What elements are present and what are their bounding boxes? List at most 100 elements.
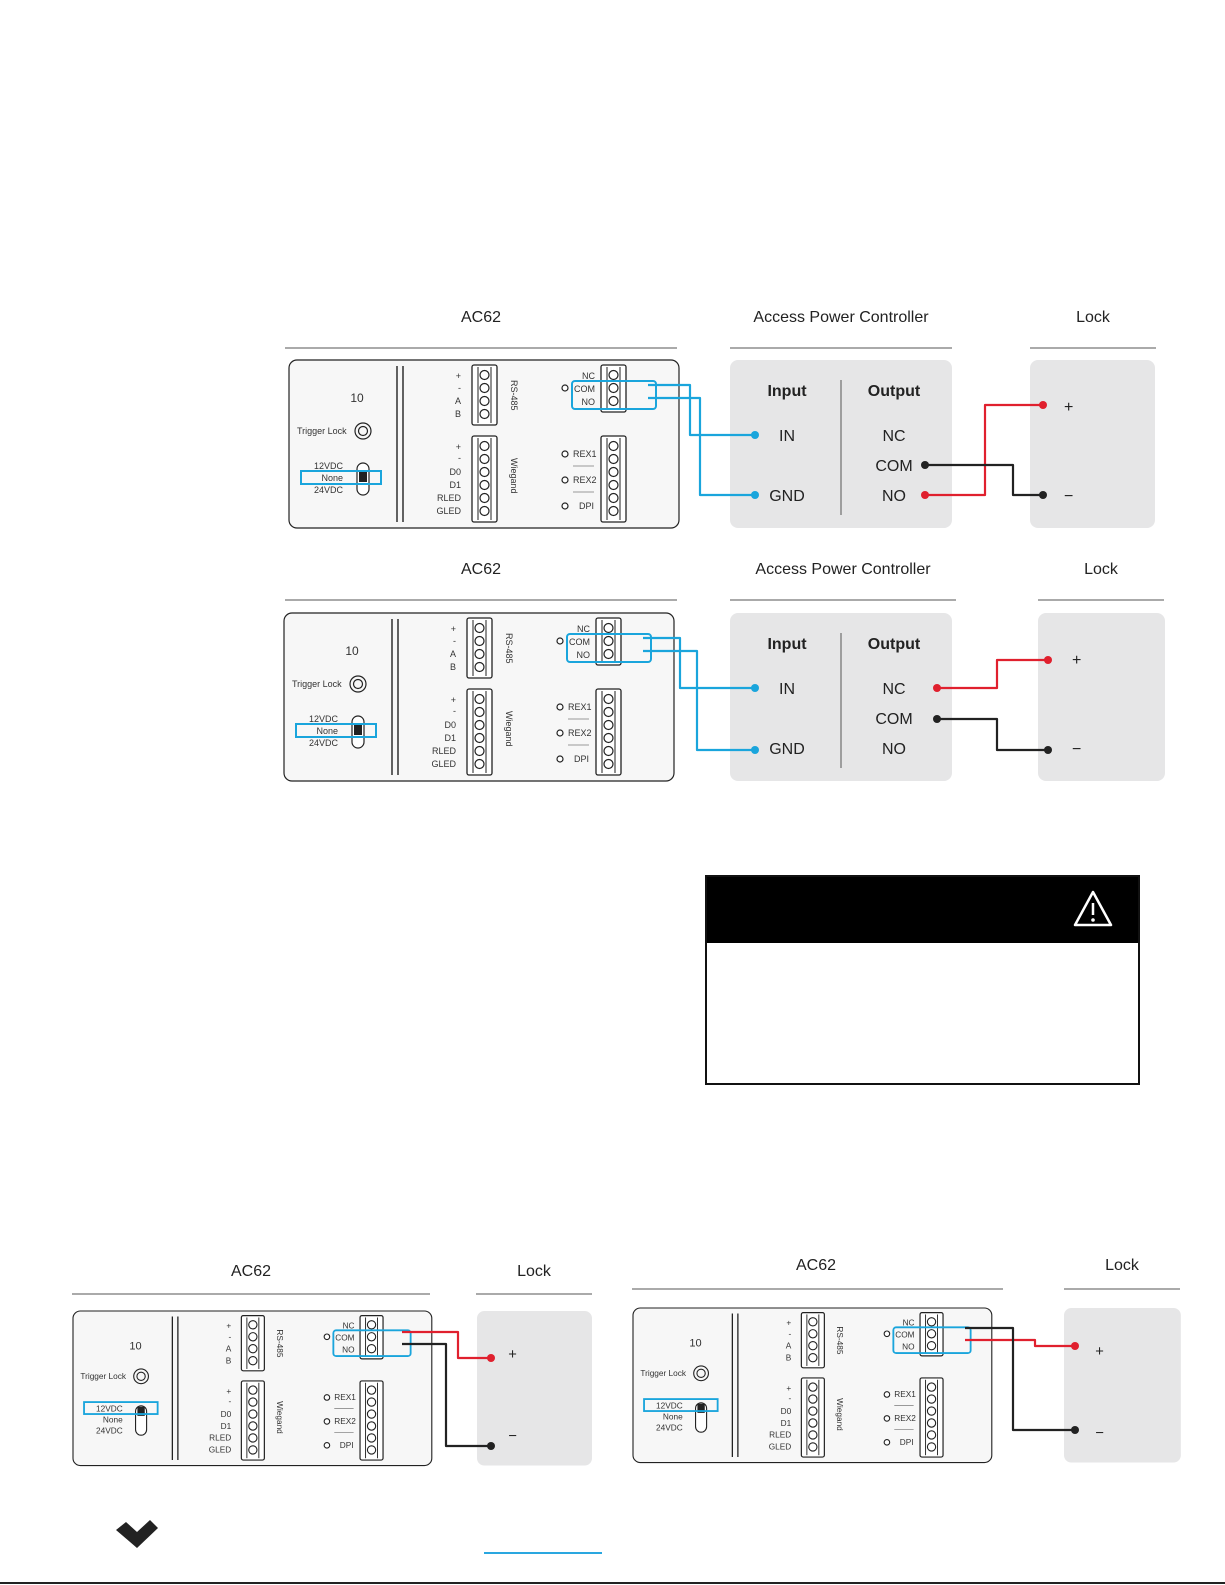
wiegand-label-minus: - xyxy=(458,453,461,463)
wiegand-label-d0: D0 xyxy=(444,720,456,730)
wire-no-to-plus xyxy=(402,1330,491,1360)
wire-com-to-minus xyxy=(402,1342,491,1448)
apc-com-label: COM xyxy=(875,458,912,475)
rs485-label-minus: - xyxy=(228,1333,231,1342)
relay-terminal xyxy=(919,1312,944,1357)
board-id-label: 10 xyxy=(689,1338,701,1350)
wiegand-label-rled: RLED xyxy=(769,1431,791,1440)
lock-plus-label: + xyxy=(1064,399,1073,416)
relay-indicator xyxy=(556,637,564,645)
rs485-terminal xyxy=(240,1315,265,1372)
wiegand-label-rled: RLED xyxy=(437,493,462,503)
trigger-lock-label: Trigger Lock xyxy=(80,1372,126,1381)
apc-com-dot xyxy=(933,715,941,723)
lock-heading: Lock xyxy=(1084,561,1119,578)
wiegand-label-rled: RLED xyxy=(432,746,457,756)
wiegand-label-d0: D0 xyxy=(449,467,461,477)
lock-minus-label: − xyxy=(508,1429,517,1445)
relay-indicator xyxy=(561,384,569,392)
rex1-label: REX1 xyxy=(334,1393,356,1402)
ac62-heading: AC62 xyxy=(461,309,501,326)
io-terminal xyxy=(595,688,622,776)
wiegand-label-d1: D1 xyxy=(781,1419,792,1428)
trigger-lock-button[interactable] xyxy=(354,422,372,440)
rex2-label: REX2 xyxy=(894,1414,916,1423)
dpi-label: DPI xyxy=(900,1438,914,1447)
board-id-label: 10 xyxy=(345,644,359,658)
jumper-label-12vdc: 12VDC xyxy=(309,714,339,724)
lock-panel xyxy=(1038,613,1165,781)
wiegand-terminal xyxy=(471,435,498,523)
jumper-label-none: None xyxy=(316,726,338,736)
io-terminal xyxy=(359,1380,384,1461)
relay-label-no: NO xyxy=(577,650,591,660)
relay-label-no: NO xyxy=(342,1345,355,1354)
wiegand-label-minus: - xyxy=(453,706,456,716)
wiegand-label-d0: D0 xyxy=(221,1410,232,1419)
wire-com-to-minus xyxy=(937,717,1048,752)
rex1-indicator xyxy=(883,1391,891,1398)
in-terminal-dot xyxy=(751,684,759,692)
wiegand-label-d0: D0 xyxy=(781,1407,792,1416)
lock-minus-dot xyxy=(1071,1426,1079,1434)
rex1-label: REX1 xyxy=(573,449,597,459)
jumper-cap xyxy=(137,1406,145,1416)
rs485-terminal xyxy=(800,1312,825,1369)
wiegand-label: Wiegand xyxy=(275,1401,284,1434)
wire-no-to-gnd xyxy=(643,649,755,752)
rex1-indicator xyxy=(561,450,569,458)
jumper-label-none: None xyxy=(103,1415,123,1424)
warning-box xyxy=(705,875,1140,1085)
trigger-lock-label: Trigger Lock xyxy=(297,426,347,436)
apc-input-heading: Input xyxy=(767,636,807,653)
apc-in-label: IN xyxy=(779,428,795,445)
wiegand-label-minus: - xyxy=(228,1397,231,1406)
apc-output-heading: Output xyxy=(868,636,921,653)
footer-link-underline[interactable] xyxy=(484,1552,602,1554)
lock-minus-dot xyxy=(487,1442,495,1450)
jumper-label-none: None xyxy=(663,1412,683,1421)
relay-label-nc: NC xyxy=(577,624,590,634)
rex1-label: REX1 xyxy=(568,702,592,712)
wiegand-label-gled: GLED xyxy=(209,1446,232,1455)
jumper-label-12vdc: 12VDC xyxy=(314,461,344,471)
lock-panel xyxy=(1064,1308,1181,1463)
wiegand-label-gled: GLED xyxy=(431,759,456,769)
dpi-label: DPI xyxy=(574,754,589,764)
diagram4-lock: +− xyxy=(1064,1308,1181,1463)
lock-plus-dot xyxy=(487,1354,495,1362)
rex2-indicator xyxy=(556,729,564,737)
rs485-label-plus: + xyxy=(456,371,461,381)
wiegand-label-gled: GLED xyxy=(769,1443,792,1452)
rex2-label: REX2 xyxy=(568,728,592,738)
gnd-terminal-dot xyxy=(751,746,759,754)
rs485-label-a: A xyxy=(786,1341,792,1350)
wiegand-label-d1: D1 xyxy=(444,733,456,743)
trigger-lock-label: Trigger Lock xyxy=(292,679,342,689)
diagram2-lock: +− xyxy=(1038,613,1165,781)
rs485-label-b: B xyxy=(450,662,456,672)
relay-label-nc: NC xyxy=(343,1321,355,1330)
relay-highlight xyxy=(566,633,652,663)
wiegand-label: Wiegand xyxy=(504,711,514,747)
company-logo-icon xyxy=(116,1520,158,1548)
rs485-terminal xyxy=(471,364,498,426)
jumper-cap xyxy=(697,1403,705,1413)
lock-minus-label: − xyxy=(1064,488,1073,505)
trigger-lock-button[interactable] xyxy=(693,1365,709,1382)
wire-no-to-plus xyxy=(925,403,1043,497)
relay-label-nc: NC xyxy=(582,371,595,381)
wiegand-label-minus: - xyxy=(788,1394,791,1403)
diagram3-lock: +− xyxy=(477,1311,592,1466)
jumper-highlight xyxy=(300,470,382,485)
trigger-lock-button[interactable] xyxy=(133,1368,149,1385)
lock-minus-label: − xyxy=(1095,1426,1104,1442)
trigger-lock-button[interactable] xyxy=(349,675,367,693)
rs485-label-minus: - xyxy=(453,636,456,646)
lock-heading: Lock xyxy=(1105,1257,1140,1274)
jumper-highlight xyxy=(643,1398,719,1412)
